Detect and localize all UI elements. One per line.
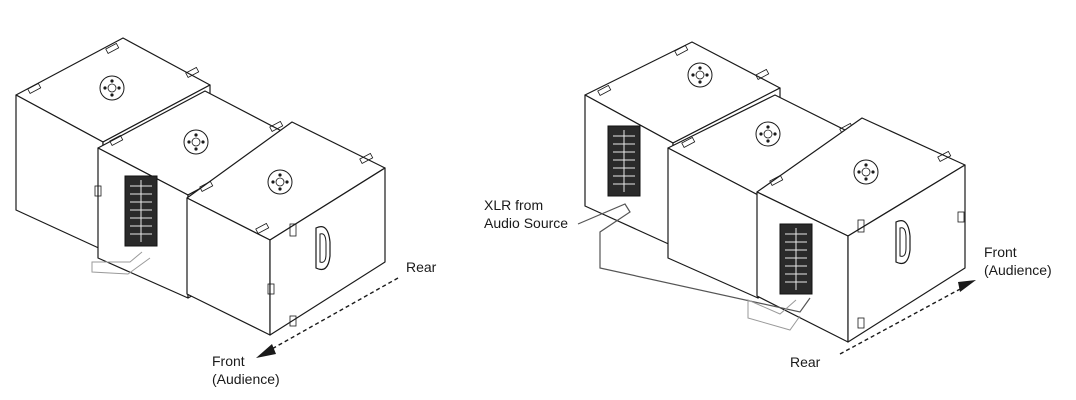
left-rear-label: Rear bbox=[406, 259, 437, 275]
right-xlr-source-cable bbox=[577, 203, 811, 313]
right-speaker-stack bbox=[577, 41, 976, 355]
right-cabinet-front bbox=[756, 117, 966, 343]
right-direction-line bbox=[839, 287, 963, 355]
left-direction-arrowhead bbox=[256, 344, 276, 358]
right-direction-arrowhead bbox=[958, 280, 976, 292]
right-xlr-jumper bbox=[747, 299, 801, 331]
left-front-label: Front bbox=[212, 353, 245, 369]
right-xlr-label: XLR from bbox=[484, 197, 544, 213]
right-front-label: Front bbox=[984, 244, 1017, 260]
right-audio-source-label: Audio Source bbox=[484, 215, 569, 231]
left-front-audience-label: (Audience) bbox=[212, 371, 280, 387]
right-rear-label: Rear bbox=[790, 354, 821, 370]
right-front-audience-label: (Audience) bbox=[984, 262, 1052, 278]
left-speaker-stack bbox=[15, 37, 399, 358]
left-xlr-jumper bbox=[91, 251, 151, 275]
left-cabinet-front bbox=[186, 121, 386, 336]
left-direction-line bbox=[269, 277, 399, 351]
